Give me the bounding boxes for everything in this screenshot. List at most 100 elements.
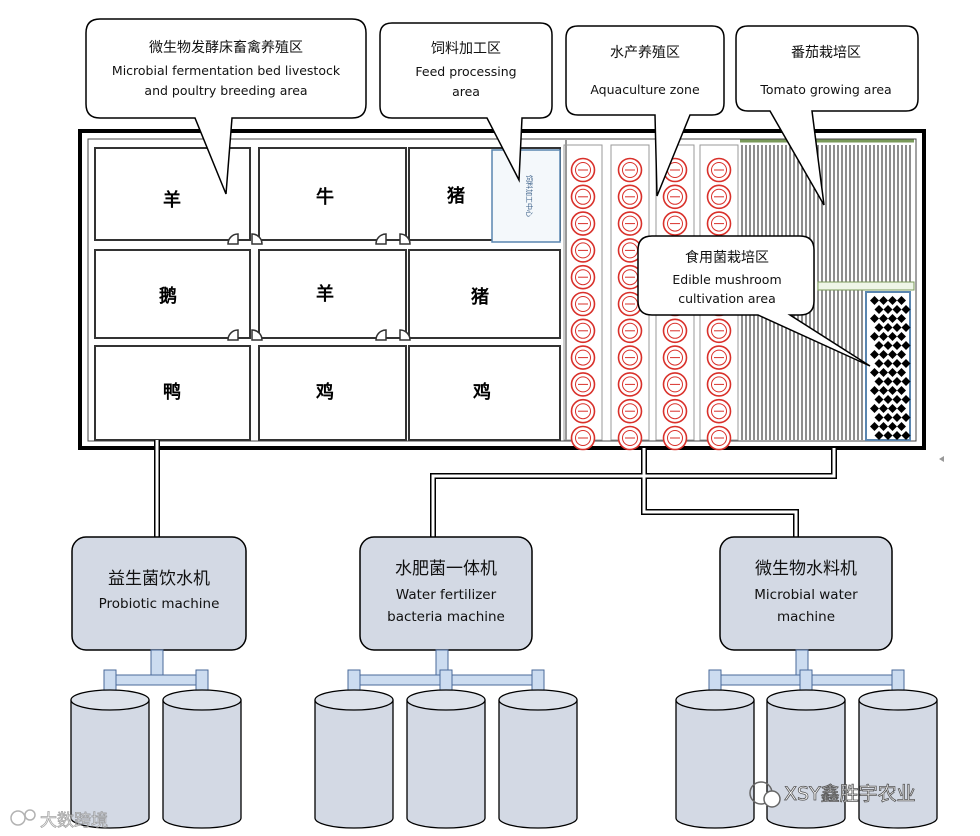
callout-livestock-bubble [85,18,367,195]
callout-tomato-bubble [735,25,919,206]
tank-body [406,700,486,829]
watermark-left-logo-2 [24,809,36,821]
mushroom-cell [888,404,897,413]
pen-2 [258,147,407,241]
mushroom-cell [874,413,884,422]
callout-aqua: 水产养殖区 Aquaculture zone [565,25,725,197]
pond-inner [622,322,638,339]
machine-water-fertilizer-zh: 水肥菌一体机 [395,559,497,579]
tank-body [314,700,394,829]
machine-microbial-water-en2: machine [777,609,835,625]
mushroom-cell [870,422,879,431]
pond-inner [711,376,727,393]
door-1 [227,233,263,245]
mushroom-cell [870,314,879,323]
callout-feed-en1: Feed processing [415,64,516,79]
pond-inner [622,376,638,393]
pond-inner [622,349,638,366]
mushroom-cell [888,368,897,377]
tank-top [498,689,578,711]
pond-inner [622,430,638,446]
mushroom-cell [883,305,893,314]
pond-inner [575,322,591,339]
mushroom-cell [870,296,879,305]
pen-label-2: 牛 [316,186,334,208]
mushroom-cell [897,386,906,395]
tank-top [766,689,846,711]
mushroom-cell [892,305,902,314]
mushroom-cell [883,377,893,386]
mushroom-cell [892,341,902,350]
callout-aqua-bubble [565,25,725,197]
tank-top [858,689,938,711]
mushroom-cell [870,368,879,377]
pond-inner [711,162,727,178]
mushroom-cell [897,368,906,377]
livestock-pens [94,147,561,441]
callout-feed: 饲料加工区 Feed processing area [379,22,553,183]
tank-body [766,700,846,829]
pond-inner [711,349,727,366]
mushroom-cell [879,296,888,305]
callout-livestock-en2: and poultry breeding area [144,83,307,98]
pen-label-1: 羊 [163,189,181,211]
tank-body [498,700,578,829]
pen-4 [94,249,251,339]
mushroom-cell [879,404,888,413]
mushroom-cell [874,305,884,314]
mushroom-cell [892,395,902,404]
callout-feed-bubble [379,22,553,183]
machine-microbial-water-zh: 微生物水料机 [755,559,857,579]
pen-labels: 羊 牛 猪 鹅 羊 猪 鸭 鸡 鸡 [159,185,491,403]
mushroom-cell [883,395,893,404]
mushroom-cell [901,431,911,440]
mushroom-cell [892,413,902,422]
mushroom-cell [883,341,893,350]
callout-mushroom-zh: 食用菌栽培区 [685,249,769,266]
mushroom-grid [870,296,911,440]
pen-label-9: 鸡 [472,381,491,403]
mushroom-cell [888,350,897,359]
watermark-right-text: XSY鑫胜宇农业 [784,783,916,805]
callout-mushroom-en2: cultivation area [678,291,776,306]
storage-tanks [70,689,938,829]
mushroom-header-band [817,281,915,291]
tank-body [70,700,150,829]
mushroom-cell [883,431,893,440]
machine-probiotic-zh: 益生菌饮水机 [108,569,210,589]
mushroom-cell [897,404,906,413]
pipe-microbial-inner [642,448,798,540]
machine-water-fertilizer: 水肥菌一体机 Water fertilizer bacteria machine [359,536,533,651]
tank-top [406,689,486,711]
pipe-water-fertilizer-inner [431,448,836,540]
mushroom-cell [897,314,906,323]
pen-label-7: 鸭 [163,381,181,403]
pond-inner [575,403,591,420]
mushroom-cell [901,377,911,386]
door-2 [375,233,411,245]
tank-top [70,689,150,711]
feed-center-label: 饲料加工中心 [525,175,534,217]
pond-inner [667,403,683,420]
wechat-logo-icon-2 [763,790,781,808]
pond-inner [667,349,683,366]
pond-inner [667,430,683,446]
mushroom-cell [892,377,902,386]
tank-top [314,689,394,711]
mushroom-cell [901,359,911,368]
machine-probiotic-en1: Probiotic machine [99,596,220,612]
pen-7 [94,345,251,441]
pond-inner [575,269,591,286]
callout-tomato: 番茄栽培区 Tomato growing area [735,25,919,206]
mushroom-cell [901,323,911,332]
mushroom-cell [874,377,884,386]
pen-label-4: 鹅 [159,285,177,307]
mushroom-cell [892,323,902,332]
door-3 [227,329,263,341]
mushroom-cell [874,341,884,350]
pipe-water-fertilizer [430,448,837,540]
callout-tomato-en1: Tomato growing area [759,82,891,97]
mushroom-cell [901,395,911,404]
tank-body [858,700,938,829]
